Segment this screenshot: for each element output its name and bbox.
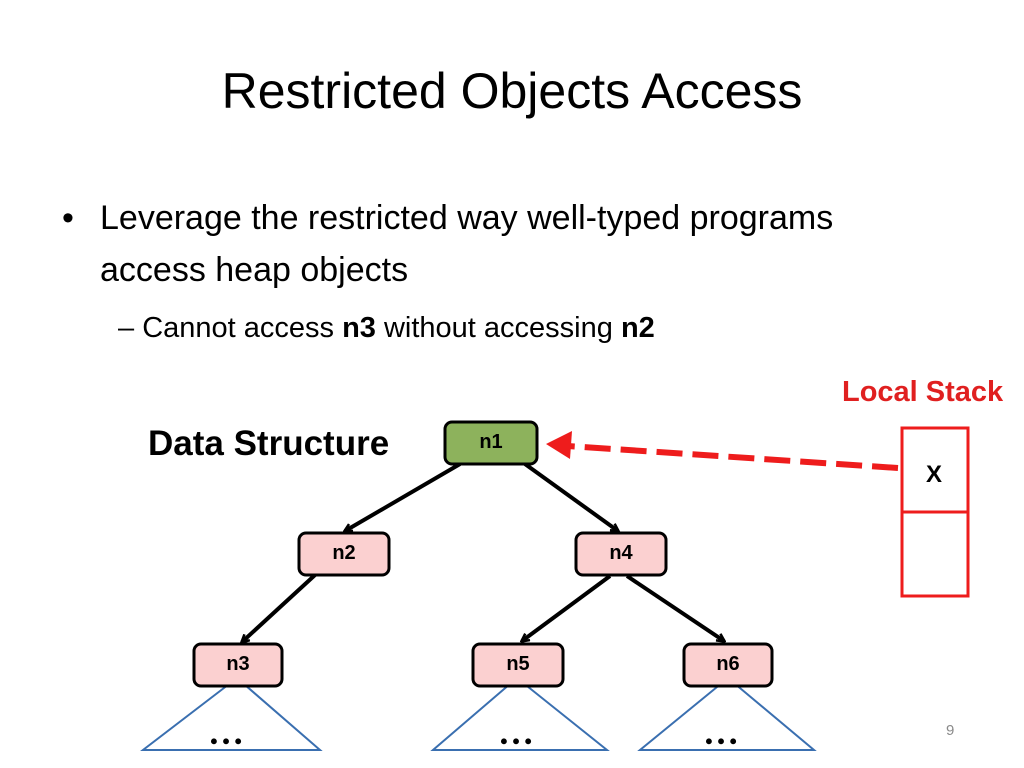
edge-n1-n2: [345, 462, 462, 531]
bullet-level-2: – Cannot access n3 without accessing n2: [118, 306, 898, 350]
bullet-marker: •: [62, 199, 74, 237]
subtree-n5: [430, 676, 610, 751]
subtree-n3: [140, 676, 323, 751]
node-n2-label: n2: [332, 542, 355, 564]
edge-n4-n6: [625, 574, 724, 641]
local-stack-label: Local Stack: [842, 376, 1004, 408]
node-n2: n2: [297, 531, 391, 577]
edge-n1-n4: [523, 462, 618, 531]
stack-entry-x: X: [926, 461, 942, 488]
bullet-level-2-bold-n2: n2: [620, 312, 655, 344]
bullet-level-2-text-1: Cannot access: [142, 312, 343, 344]
local-stack: X: [900, 426, 970, 598]
subtree-n6: [637, 676, 817, 751]
stack-reference-arrow: [567, 443, 899, 471]
node-n6-label: n6: [716, 653, 739, 675]
subtree-n6-ellipsis: …: [703, 712, 739, 752]
node-n6: n6: [682, 642, 774, 688]
node-n1-label: n1: [479, 431, 502, 453]
node-n3: n3: [192, 642, 284, 688]
node-n5-label: n5: [506, 653, 529, 675]
stack-reference-arrowhead: [546, 431, 572, 459]
node-n4-label: n4: [609, 542, 633, 564]
bullet-level-1-text: Leverage the restricted way well-typed p…: [100, 199, 834, 289]
edge-n2-n3: [242, 573, 317, 642]
node-n3-label: n3: [226, 653, 249, 675]
subtree-n5-ellipsis: …: [498, 712, 534, 752]
data-structure-label: Data Structure: [148, 424, 390, 463]
edge-n4-n5: [522, 574, 612, 641]
node-n1: n1: [443, 420, 539, 466]
node-n4: n4: [574, 531, 668, 577]
slide-title: Restricted Objects Access: [221, 63, 803, 119]
bullet-level-2-text-2: without accessing: [375, 312, 621, 344]
page-number: 9: [946, 722, 955, 739]
bullet-level-2-bold-n3: n3: [342, 312, 376, 344]
node-n5: n5: [471, 642, 565, 688]
subtree-n3-ellipsis: …: [208, 712, 244, 752]
bullet-dash: –: [118, 312, 143, 344]
